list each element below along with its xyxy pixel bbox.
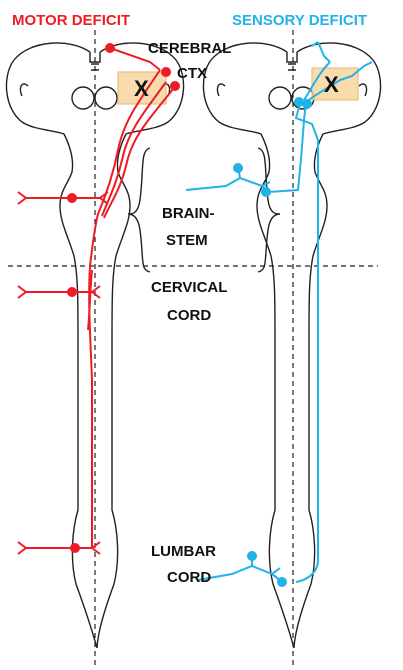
sensory-deficit-title: SENSORY DEFICIT [232, 12, 367, 29]
motor-deficit-title: MOTOR DEFICIT [12, 12, 130, 29]
lumbar-motor-neuron [70, 543, 80, 553]
motor-lesion-mark: X [134, 76, 149, 101]
motor-cortex-neuron-1 [105, 43, 115, 53]
brainstem-sensory-relay [261, 187, 271, 197]
motor-lesion-box [117, 71, 167, 105]
cerebral-cortex-label-2: CTX [177, 65, 207, 82]
cervical-cord-label-2: CORD [167, 307, 211, 324]
lumbar-cord-label-2: CORD [167, 569, 211, 586]
right-neuraxis-outline [202, 42, 382, 649]
brainstem-label-2: STEM [166, 232, 208, 249]
lumbar-sensory-ganglion [247, 551, 257, 561]
sensory-pathways [185, 41, 373, 583]
cervical-motor-neuron [67, 287, 77, 297]
cerebral-cortex-label-1: CEREBRAL [148, 40, 231, 57]
brainstem-sensory-ganglion [233, 163, 243, 173]
brainstem-label-1: BRAIN- [162, 205, 215, 222]
lumbar-cord-label-1: LUMBAR [151, 543, 216, 560]
thalamic-relay-1 [294, 97, 304, 107]
motor-cortex-neuron-2 [161, 67, 171, 77]
sensory-lesion-mark: X [324, 72, 339, 97]
motor-cortex-neuron-3 [170, 81, 180, 91]
lumbar-sensory-relay [277, 577, 287, 587]
brainstem-motor-neuron [67, 193, 77, 203]
cervical-cord-label-1: CERVICAL [151, 279, 227, 296]
thalamic-relay-2 [302, 99, 312, 109]
motor-pathways [17, 47, 175, 555]
